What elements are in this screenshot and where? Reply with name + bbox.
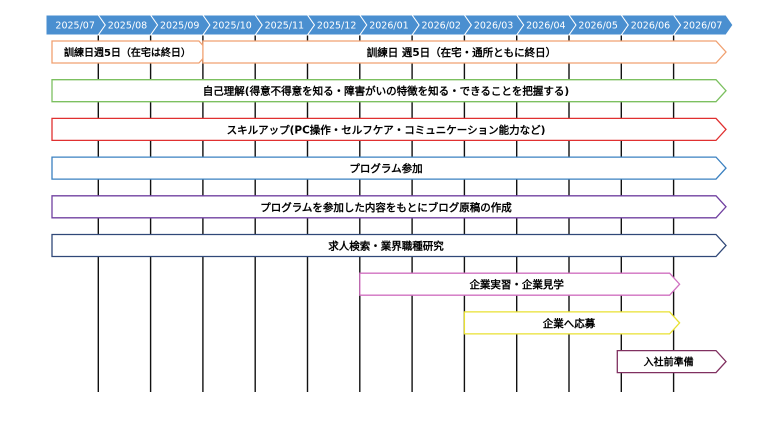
task-arrow-shape <box>202 40 727 64</box>
task-arrow-shape <box>51 195 727 219</box>
task-label: 入社前準備 <box>644 356 694 369</box>
task-label: 企業へ応募 <box>542 317 596 330</box>
month-label: 2026/04 <box>526 21 565 32</box>
task-bar: 訓練日 週5日（在宅・通所ともに終日） <box>202 40 727 64</box>
month-label: 2026/03 <box>474 21 513 32</box>
task-arrow-shape <box>51 79 727 103</box>
month-label: 2025/08 <box>108 21 147 32</box>
task-label: 求人検索・業界職種研究 <box>328 240 444 253</box>
task-label: 訓練日週5日（在宅は終日） <box>64 46 191 59</box>
task-label: 訓練日 週5日（在宅・通所ともに終日） <box>367 46 556 59</box>
task-bar: 訓練日週5日（在宅は終日） <box>51 40 210 64</box>
month-header: 2025/07 2025/08 2025/09 2025/10 2025/11 2025/… <box>45 14 734 36</box>
task-bar: 企業へ応募 <box>463 311 681 335</box>
task-arrow-shape <box>616 349 727 374</box>
task-bars: 訓練日週5日（在宅は終日） 訓練日 週5日（在宅・通所ともに終日） 自己理解(得意不… <box>51 40 727 374</box>
task-label: 企業実習・企業見学 <box>468 278 564 291</box>
month-label: 2025/12 <box>317 21 356 32</box>
month-label: 2026/07 <box>683 21 722 32</box>
month-label: 2026/02 <box>422 21 461 32</box>
task-bar: 入社前準備 <box>616 349 727 374</box>
month-label: 2025/09 <box>160 21 199 32</box>
task-bar: 企業実習・企業見学 <box>359 272 681 296</box>
task-arrow-shape <box>463 311 681 335</box>
task-bar: プログラムを参加した内容をもとにブログ原稿の作成 <box>51 195 727 219</box>
task-label: プログラム参加 <box>349 162 422 175</box>
task-arrow-shape <box>51 117 727 142</box>
task-arrow-shape <box>359 272 681 296</box>
task-bar: プログラム参加 <box>51 156 727 180</box>
task-label: プログラムを参加した内容をもとにブログ原稿の作成 <box>260 201 512 214</box>
month-label: 2026/05 <box>578 21 617 32</box>
month-label: 2025/11 <box>265 21 304 32</box>
month-label: 2025/10 <box>212 21 251 32</box>
task-bar: 求人検索・業界職種研究 <box>51 233 727 258</box>
month-label: 2026/06 <box>631 21 670 32</box>
task-arrow-shape <box>51 233 727 258</box>
month-chevron <box>672 14 734 36</box>
task-arrow-shape <box>51 156 727 180</box>
month-label: 2025/07 <box>55 21 94 32</box>
task-bar: スキルアップ(PC操作・セルフケア・コミュニケーション能力など) <box>51 117 727 142</box>
month-label: 2026/01 <box>369 21 408 32</box>
task-bar: 自己理解(得意不得意を知る・障害がいの特徴を知る・できることを把握する) <box>51 79 727 103</box>
task-label: スキルアップ(PC操作・セルフケア・コミュニケーション能力など) <box>227 123 546 136</box>
task-label: 自己理解(得意不得意を知る・障害がいの特徴を知る・できることを把握する) <box>203 85 569 98</box>
